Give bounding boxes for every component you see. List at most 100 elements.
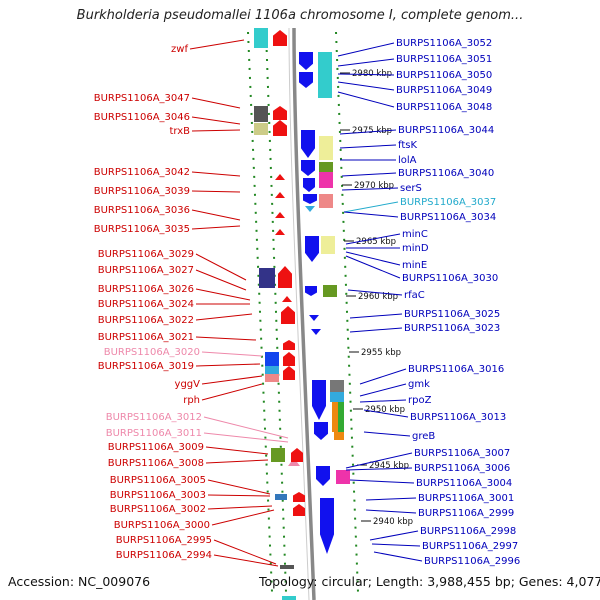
gene-label-line	[359, 399, 407, 403]
gene-arrow	[283, 352, 295, 366]
gene-label: BURPS1106A_3039	[94, 186, 190, 197]
gene-label: BURPS1106A_3049	[396, 85, 492, 96]
gene-block	[265, 374, 279, 382]
gene-label: BURPS1106A_3047	[94, 93, 190, 104]
gene-label-line	[207, 505, 273, 510]
gene-arrow	[273, 106, 287, 120]
gene-label-line	[337, 58, 395, 67]
gene-arrow	[283, 366, 295, 380]
gene-block	[332, 402, 338, 432]
gene-label: BURPS1106A_3037	[400, 197, 496, 208]
gene-block	[330, 380, 344, 392]
gene-arrow	[281, 306, 295, 324]
gene-block	[254, 123, 268, 135]
gene-arrow	[299, 52, 313, 70]
gene-label: BURPS1106A_3008	[108, 458, 204, 469]
gene-arrow	[293, 504, 305, 516]
gene-label-line	[189, 39, 245, 50]
gene-label-line	[349, 313, 403, 319]
gene-label: BURPS1106A_3034	[400, 212, 496, 223]
gene-label: BURPS1106A_3051	[396, 54, 492, 65]
gene-arrow	[301, 130, 315, 158]
gene-arrow	[275, 174, 285, 180]
gene-block	[271, 448, 285, 462]
gene-label: rph	[183, 395, 200, 406]
gene-label: BURPS1106A_3050	[396, 70, 492, 81]
gene-arrow	[291, 448, 303, 462]
gene-label-line	[211, 509, 275, 526]
gene-label: minE	[402, 260, 427, 271]
gene-block	[323, 285, 337, 297]
gene-label-line	[191, 116, 241, 125]
gene-label-line	[191, 129, 241, 132]
gene-label: BURPS1106A_3016	[408, 364, 504, 375]
gene-label-line	[195, 336, 257, 341]
gene-label: yggV	[175, 379, 201, 390]
gene-label-line	[345, 255, 401, 279]
gene-block	[338, 402, 344, 432]
gene-label-line	[191, 225, 241, 230]
gene-label-line	[349, 327, 403, 333]
gene-label-line	[339, 144, 397, 149]
gene-block	[330, 392, 344, 402]
gene-label: BURPS1106A_3019	[98, 361, 194, 372]
gene-label: minC	[402, 229, 428, 240]
gene-label-line	[369, 530, 419, 541]
gene-label: serS	[400, 183, 422, 194]
gene-label: BURPS1106A_3022	[98, 315, 194, 326]
gene-arrow	[314, 422, 328, 440]
gene-label-line	[195, 313, 253, 321]
kbp-label: 2970 kbp	[354, 181, 394, 191]
gene-label-line	[195, 363, 261, 367]
gene-label-line	[365, 497, 417, 501]
gene-arrow	[275, 229, 285, 235]
gene-block	[254, 28, 268, 48]
gene-label-line	[205, 446, 269, 455]
gene-label: BURPS1106A_3023	[404, 323, 500, 334]
gene-label: BURPS1106A_3002	[110, 504, 206, 515]
gene-label-line	[345, 251, 401, 266]
gene-arrow	[273, 30, 287, 46]
gene-label-line	[359, 383, 407, 397]
gene-label: BURPS1106A_3042	[94, 167, 190, 178]
gene-label: greB	[412, 431, 435, 442]
topology-text: Topology: circular; Length: 3,988,455 bp…	[259, 574, 600, 589]
kbp-label: 2950 kbp	[365, 405, 405, 415]
gene-label: BURPS1106A_3035	[94, 224, 190, 235]
gene-arrow	[301, 160, 315, 176]
gene-label-line	[203, 416, 289, 439]
left-lane-outer	[247, 31, 273, 593]
gene-label: rfaC	[404, 290, 425, 301]
gene-label: BURPS1106A_3012	[106, 412, 202, 423]
gene-label: BURPS1106A_3036	[94, 205, 190, 216]
gene-arrow	[305, 236, 319, 262]
gene-label: BURPS1106A_3020	[104, 347, 200, 358]
gene-label: BURPS1106A_3027	[98, 265, 194, 276]
gene-label-line	[371, 543, 421, 547]
gene-arrow	[299, 72, 313, 88]
chromosome-backbone	[292, 27, 316, 600]
gene-label-line	[337, 81, 395, 91]
gene-label: BURPS1106A_2997	[422, 541, 518, 552]
gene-label: BURPS1106A_3003	[110, 490, 206, 501]
kbp-label: 2960 kbp	[358, 292, 398, 302]
gene-label-line	[213, 539, 277, 565]
gene-label: BURPS1106A_3000	[114, 520, 210, 531]
gene-label: BURPS1106A_3024	[98, 299, 194, 310]
gene-block	[336, 470, 350, 484]
gene-block	[275, 494, 287, 500]
gene-block	[265, 366, 279, 374]
gene-arrow	[275, 212, 285, 218]
gene-label: trxB	[169, 126, 190, 137]
gene-label-line	[345, 467, 413, 471]
gene-arrow	[320, 498, 334, 554]
gene-label-line	[191, 171, 241, 177]
gene-label-line	[201, 375, 263, 385]
gene-label: BURPS1106A_3005	[110, 475, 206, 486]
gene-label: BURPS1106A_3029	[98, 249, 194, 260]
gene-label-line	[365, 509, 417, 514]
gene-block	[265, 352, 279, 366]
gene-label: BURPS1106A_3026	[98, 284, 194, 295]
